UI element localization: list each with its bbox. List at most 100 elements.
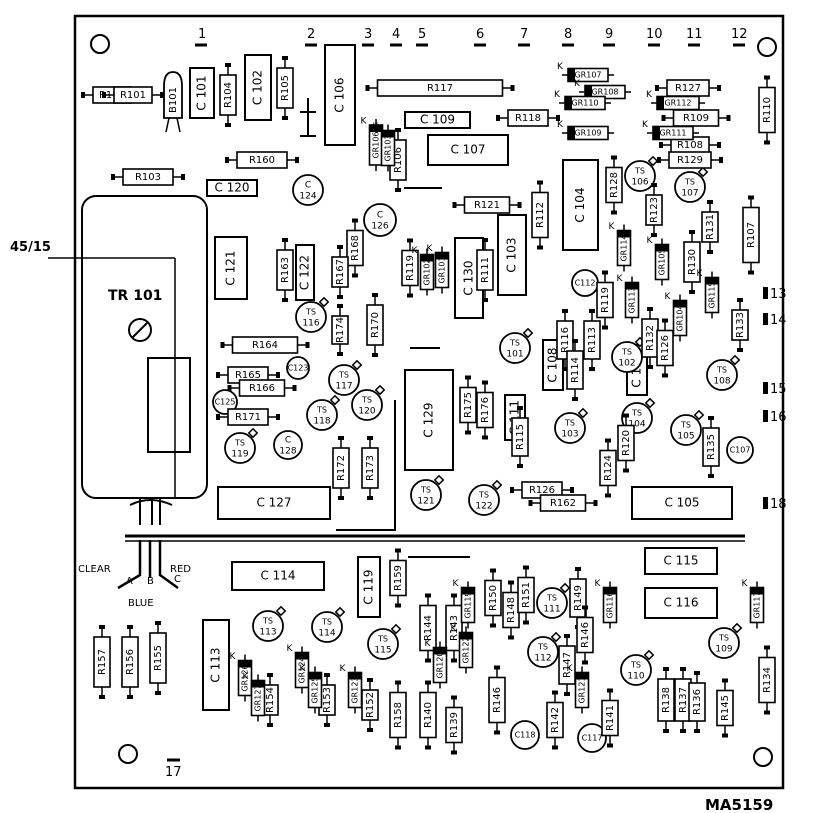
resistor-label: R142 [550, 707, 561, 733]
resistor-label: R143 [449, 615, 460, 641]
resistor-label: R144 [423, 615, 434, 641]
resistor-label: R127 [675, 83, 701, 94]
cathode-mark: K [557, 120, 564, 130]
resistor-label: R153 [322, 687, 333, 713]
capacitor-c112: C112 [571, 269, 599, 297]
edge-pin-bottom: 17 [165, 758, 182, 780]
capacitor-c123: C123 [286, 356, 310, 380]
resistor-r175: R175 [459, 375, 477, 435]
cathode-mark: K [287, 644, 294, 654]
resistor-label: R117 [427, 83, 453, 94]
transistor-label: 115 [374, 646, 391, 656]
resistor-r158: R158 [389, 680, 407, 750]
transistor-label: 103 [561, 430, 578, 440]
resistor-label: R173 [365, 455, 376, 481]
resistor-label: R124 [603, 455, 614, 481]
capacitor-c107: C107 [726, 436, 754, 464]
resistor-r173: R173 [361, 436, 379, 500]
resistor-r107: R107 [742, 195, 760, 275]
jumper-wire [300, 98, 316, 137]
resistor-label: R156 [125, 649, 136, 675]
capacitor-label: C112 [575, 279, 596, 288]
transistor-label: 104 [628, 420, 645, 430]
resistor-label: R134 [762, 667, 773, 693]
diode-label: GR112 [664, 99, 691, 108]
resistor-r145: R145 [716, 678, 734, 738]
resistor-label: R145 [720, 695, 731, 721]
transistor-label: TS [478, 491, 489, 500]
wire-label-clear: CLEAR [78, 564, 111, 575]
resistor-label: R103 [135, 172, 161, 183]
cathode-mark: K [427, 244, 434, 254]
resistor-r112: R112 [531, 180, 549, 250]
cathode-mark: K [554, 90, 561, 100]
resistor-r154: R154 [261, 673, 279, 727]
pin-17: 17 [165, 765, 182, 780]
capacitor-label: C [305, 181, 311, 191]
transistor-label: 120 [358, 407, 375, 417]
resistor-r148: R148 [502, 580, 520, 640]
resistor-r160: R160 [225, 151, 299, 169]
resistor-r131: R131 [701, 200, 719, 254]
capacitor-label: C 129 [422, 402, 436, 437]
cathode-mark: K [451, 624, 458, 634]
diode-label: GR126 [241, 664, 250, 691]
resistor-label: R157 [97, 649, 108, 675]
transformer-label: TR 101 [108, 288, 162, 304]
resistor-label: R105 [280, 75, 291, 101]
wire-leads: CLEAR RED BLUE A B C [78, 540, 191, 609]
resistor-label: R147 [562, 652, 573, 678]
resistor-r150: R150 [484, 568, 502, 628]
pin-6: 6 [476, 27, 484, 42]
resistor-label: R155 [153, 645, 164, 671]
resistor-label: R171 [235, 412, 261, 423]
resistor-label: R123 [649, 197, 660, 223]
capacitor-c102: C 102 [244, 54, 272, 121]
resistor-label: R132 [645, 325, 656, 351]
transistor-label: TS [377, 635, 388, 644]
capacitor-c115: C 115 [644, 547, 718, 575]
capacitor-label: C [285, 436, 291, 446]
resistor-label: R174 [335, 317, 346, 343]
resistor-r136: R136 [688, 671, 706, 733]
resistor-r123: R123 [645, 183, 663, 237]
edge-pin-numbers-top: 1 2 3 4 5 6 7 8 9 10 11 12 [198, 27, 748, 42]
resistor-r113: R113 [583, 309, 601, 371]
transistor-label: 119 [231, 450, 248, 460]
transistor-label: TS [631, 409, 642, 418]
resistor-r176: R176 [476, 380, 494, 440]
resistor-label: R116 [560, 327, 571, 353]
capacitor-label: C [377, 211, 383, 221]
resistor-r115: R115 [511, 406, 529, 468]
pin-7: 7 [520, 27, 528, 42]
capacitor-label: C 114 [260, 569, 295, 583]
transistor-label: TS [262, 617, 273, 626]
resistor-r138: R138 [657, 667, 675, 733]
capacitor-c103: C 103 [497, 214, 527, 296]
transistor-label: TS [321, 618, 332, 627]
diode-label: GR113 [628, 286, 637, 313]
resistor-r162: R162 [528, 494, 598, 512]
resistor-r117: R117 [365, 79, 515, 97]
capacitor-label: 128 [279, 447, 296, 457]
transistor-label: TS [338, 371, 349, 380]
diode-label: GR106 [372, 131, 381, 158]
transformer-tr101: TR 101 [81, 195, 208, 525]
